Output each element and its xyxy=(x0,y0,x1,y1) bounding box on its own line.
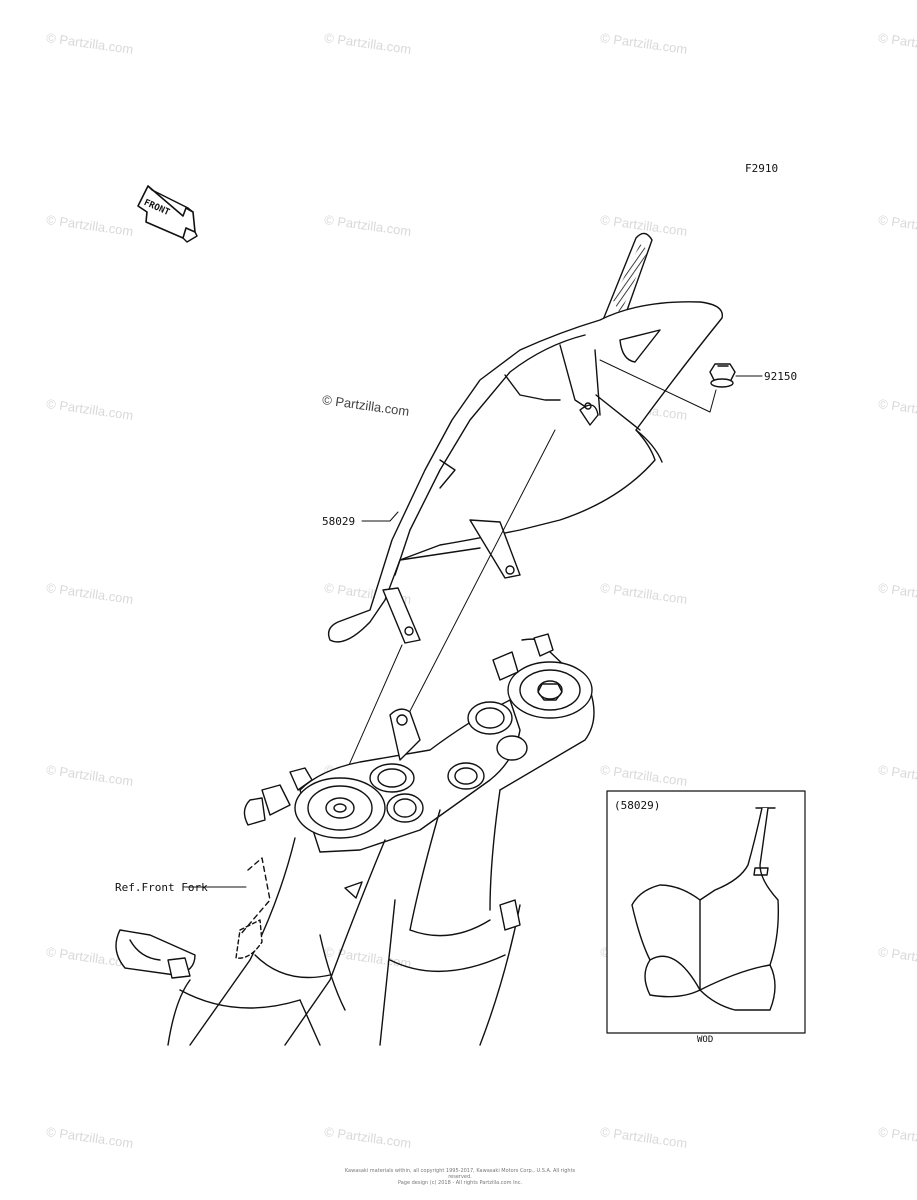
copyright-notice: Kawasaki materials within, all copyright… xyxy=(340,1168,580,1186)
copyright-line: Kawasaki materials within, all copyright… xyxy=(344,1168,576,1180)
inset-panel xyxy=(606,790,806,1034)
inset-title: (58029) xyxy=(614,799,661,812)
diagram-code: F2910 xyxy=(745,162,779,175)
reference-label: Ref.Front Fork xyxy=(115,881,208,894)
bolt-part xyxy=(709,363,736,388)
part-number-58029[interactable]: 58029 xyxy=(322,515,356,528)
part-number-92150[interactable]: 92150 xyxy=(764,370,798,383)
inset-caption: WOD xyxy=(697,1035,714,1045)
fork-assembly xyxy=(115,633,595,1046)
front-arrow-icon xyxy=(137,185,198,243)
copyright-line: Page design (c) 2018 - All rights Partzi… xyxy=(397,1180,523,1186)
number-plate-part xyxy=(327,232,724,644)
